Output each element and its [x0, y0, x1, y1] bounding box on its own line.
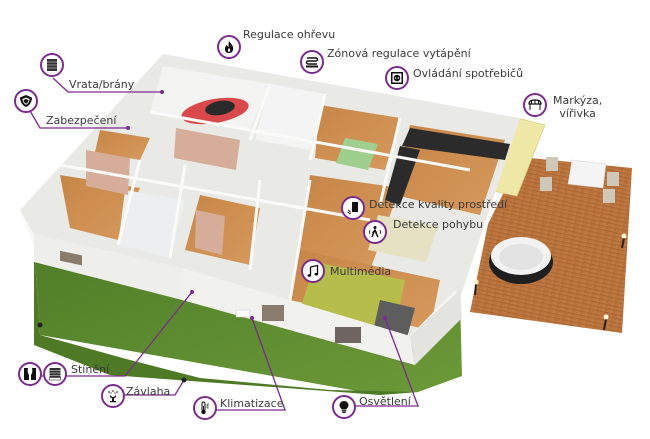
callout-shading[interactable]	[18, 362, 67, 386]
bulb-icon	[332, 395, 356, 419]
blinds-icon	[43, 362, 67, 386]
callout-heating[interactable]	[217, 35, 241, 59]
label-shading: Stínění	[71, 363, 110, 376]
floor-heating-icon	[300, 50, 324, 74]
label-climate: Klimatizace	[220, 397, 284, 410]
label-security: Zabezpečení	[46, 114, 117, 127]
callout-motion[interactable]	[363, 220, 387, 244]
label-motion: Detekce pohybu	[393, 218, 484, 231]
leader-endpoints	[37, 90, 387, 383]
air-quality-sensor-icon	[341, 196, 365, 220]
motion-sensor-icon	[363, 220, 387, 244]
house-floorplan	[20, 54, 520, 365]
shield-icon	[14, 89, 38, 113]
sprinkler-icon	[101, 384, 125, 408]
socket-icon	[385, 66, 409, 90]
label-awning: Markýza, vířivka	[553, 94, 603, 120]
callout-lighting[interactable]	[332, 395, 356, 419]
label-lighting: Osvětlení	[359, 395, 411, 408]
callout-climate[interactable]	[193, 396, 217, 420]
callout-gates[interactable]	[40, 53, 64, 77]
label-zone-heating: Zónová regulace vytápění	[327, 47, 471, 60]
curtains-icon	[18, 362, 42, 386]
label-gates: Vrata/brány	[69, 78, 135, 91]
callout-security[interactable]	[14, 89, 38, 113]
music-note-icon	[301, 259, 325, 283]
label-appliances: Ovládání spotřebičů	[413, 67, 524, 80]
thermometer-icon	[193, 396, 217, 420]
label-multimedia: Multimédia	[330, 265, 392, 278]
callout-irrigation[interactable]	[101, 384, 125, 408]
label-irrigation: Závlaha	[126, 385, 171, 398]
label-heating: Regulace ohřevu	[243, 28, 336, 41]
wooden-deck	[470, 157, 632, 333]
callout-air-quality[interactable]	[341, 196, 365, 220]
flame-icon	[217, 35, 241, 59]
label-air-quality: Detekce kvality prostředí	[369, 198, 508, 211]
callout-appliances[interactable]	[385, 66, 409, 90]
car	[181, 97, 249, 125]
gate-icon	[40, 53, 64, 77]
callout-multimedia[interactable]	[301, 259, 325, 283]
callout-zone-heating[interactable]	[300, 50, 324, 74]
awning-icon	[523, 93, 547, 117]
callout-awning[interactable]	[523, 93, 547, 117]
